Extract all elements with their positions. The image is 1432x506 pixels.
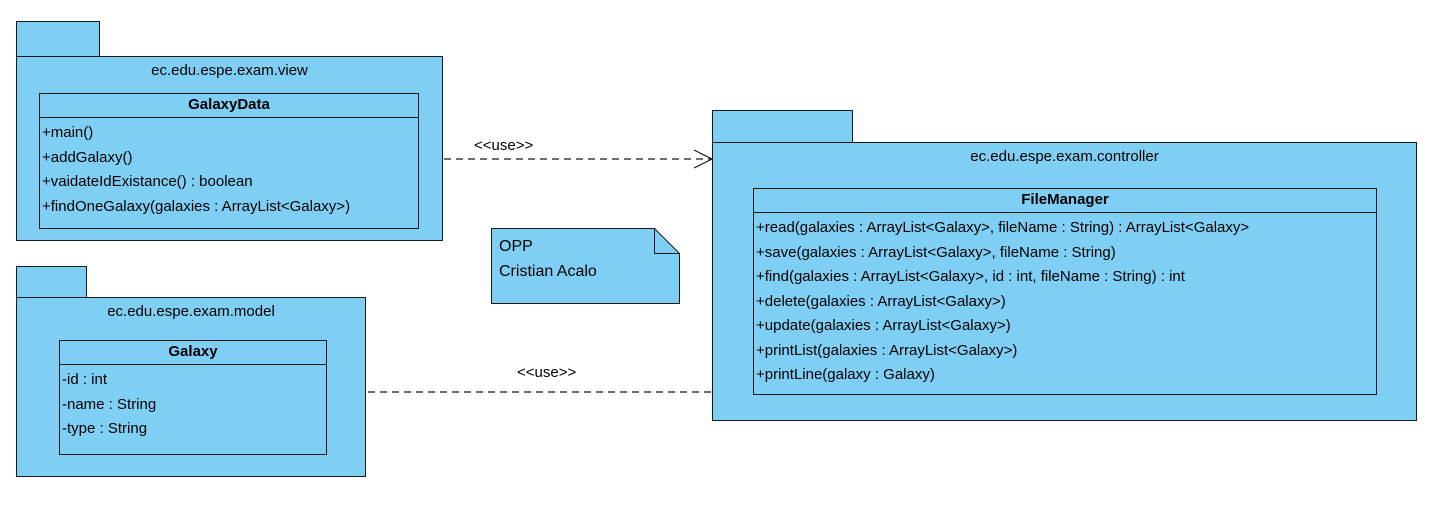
dependency-label-view-controller: <<use>>: [474, 137, 534, 154]
class-member: +findOneGalaxy(galaxies : ArrayList<Gala…: [42, 197, 351, 215]
class-member: -type : String: [62, 420, 148, 437]
class-member: +vaidateIdExistance() : boolean: [42, 173, 253, 190]
package-model-name: ec.edu.espe.exam.model: [107, 303, 275, 320]
note-shape: [491, 228, 680, 304]
class-member: +read(galaxies : ArrayList<Galaxy>, file…: [756, 219, 1250, 236]
class-member: +delete(galaxies : ArrayList<Galaxy>): [756, 292, 1006, 310]
package-controller-name: ec.edu.espe.exam.controller: [970, 148, 1159, 165]
package-view-tab: [16, 21, 100, 57]
package-controller-tab: [712, 110, 853, 143]
class-galaxy[interactable]: Galaxy -id : int -name : String -type : …: [59, 340, 327, 455]
dependency-view-to-controller: [420, 149, 714, 169]
class-galaxydata-operations: +main() +addGalaxy() +vaidateIdExistance…: [40, 118, 418, 219]
class-filemanager-name: FileManager: [754, 189, 1376, 213]
class-member: -id : int: [62, 371, 108, 388]
note-line: Cristian Acalo: [499, 263, 597, 280]
package-view-name: ec.edu.espe.exam.view: [151, 62, 308, 79]
class-member: +printList(galaxies : ArrayList<Galaxy>): [756, 341, 1018, 359]
class-filemanager-operations: +read(galaxies : ArrayList<Galaxy>, file…: [754, 213, 1376, 388]
class-member: +find(galaxies : ArrayList<Galaxy>, id :…: [756, 268, 1185, 285]
class-galaxy-name: Galaxy: [60, 341, 326, 365]
class-filemanager[interactable]: FileManager +read(galaxies : ArrayList<G…: [753, 188, 1377, 395]
class-member: +printLine(galaxy : Galaxy): [756, 366, 935, 383]
package-model-tab: [16, 266, 87, 298]
class-galaxy-attributes: -id : int -name : String -type : String: [60, 365, 326, 442]
class-member: +update(galaxies : ArrayList<Galaxy>): [756, 317, 1011, 334]
class-galaxydata[interactable]: GalaxyData +main() +addGalaxy() +vaidate…: [39, 93, 419, 229]
note-line: OPP: [499, 238, 533, 255]
class-member: -name : String: [62, 395, 157, 413]
class-galaxydata-name: GalaxyData: [40, 94, 418, 118]
class-member: +main(): [42, 124, 94, 141]
dependency-label-controller-model: <<use>>: [517, 364, 577, 381]
dependency-controller-to-model: [327, 382, 711, 402]
class-member: +addGalaxy(): [42, 148, 133, 166]
class-member: +save(galaxies : ArrayList<Galaxy>, file…: [756, 243, 1116, 261]
note[interactable]: OPP Cristian Acalo: [491, 228, 680, 304]
